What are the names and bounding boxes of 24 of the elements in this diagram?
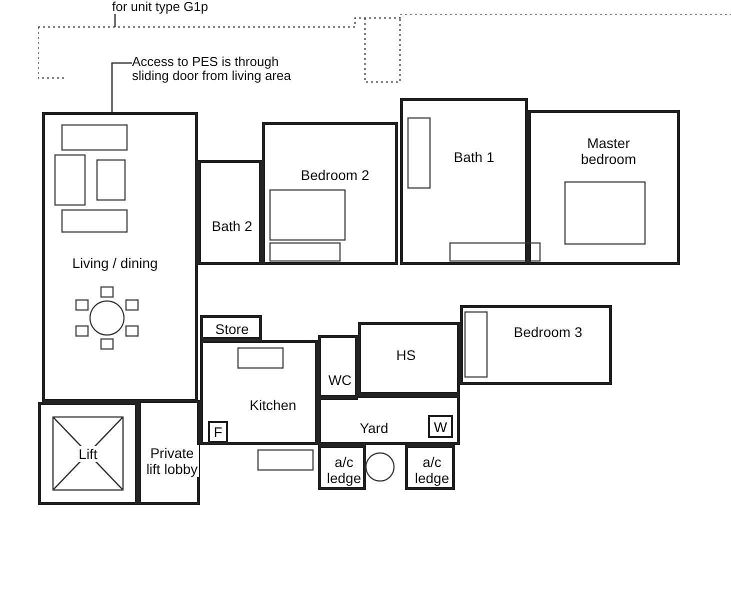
room-outline bbox=[528, 110, 680, 265]
room-outline bbox=[318, 335, 358, 400]
room-label: a/c ledge bbox=[325, 454, 363, 486]
room-outline bbox=[358, 322, 460, 395]
lift-shaft bbox=[38, 402, 138, 505]
room-outline bbox=[405, 445, 455, 490]
room-outline bbox=[200, 315, 262, 340]
dashed-outline bbox=[38, 14, 731, 84]
annotation-note: for unit type G1p bbox=[112, 0, 312, 14]
room-label: Private lift lobby bbox=[145, 445, 199, 477]
room-outline bbox=[400, 98, 528, 265]
room-outline bbox=[318, 445, 366, 490]
room-outline bbox=[138, 400, 200, 505]
room-outline bbox=[42, 112, 198, 402]
room-outline bbox=[460, 305, 612, 385]
room-outline bbox=[318, 395, 460, 445]
leader-line bbox=[111, 62, 132, 112]
leader-line bbox=[114, 14, 116, 27]
annotation-note: Access to PES is through sliding door from living area bbox=[132, 55, 312, 83]
room-outline bbox=[200, 340, 318, 445]
appliance-marker: F bbox=[208, 421, 228, 443]
appliance-marker: W bbox=[428, 415, 453, 438]
room-outline bbox=[262, 122, 398, 265]
room-outline bbox=[198, 160, 262, 265]
